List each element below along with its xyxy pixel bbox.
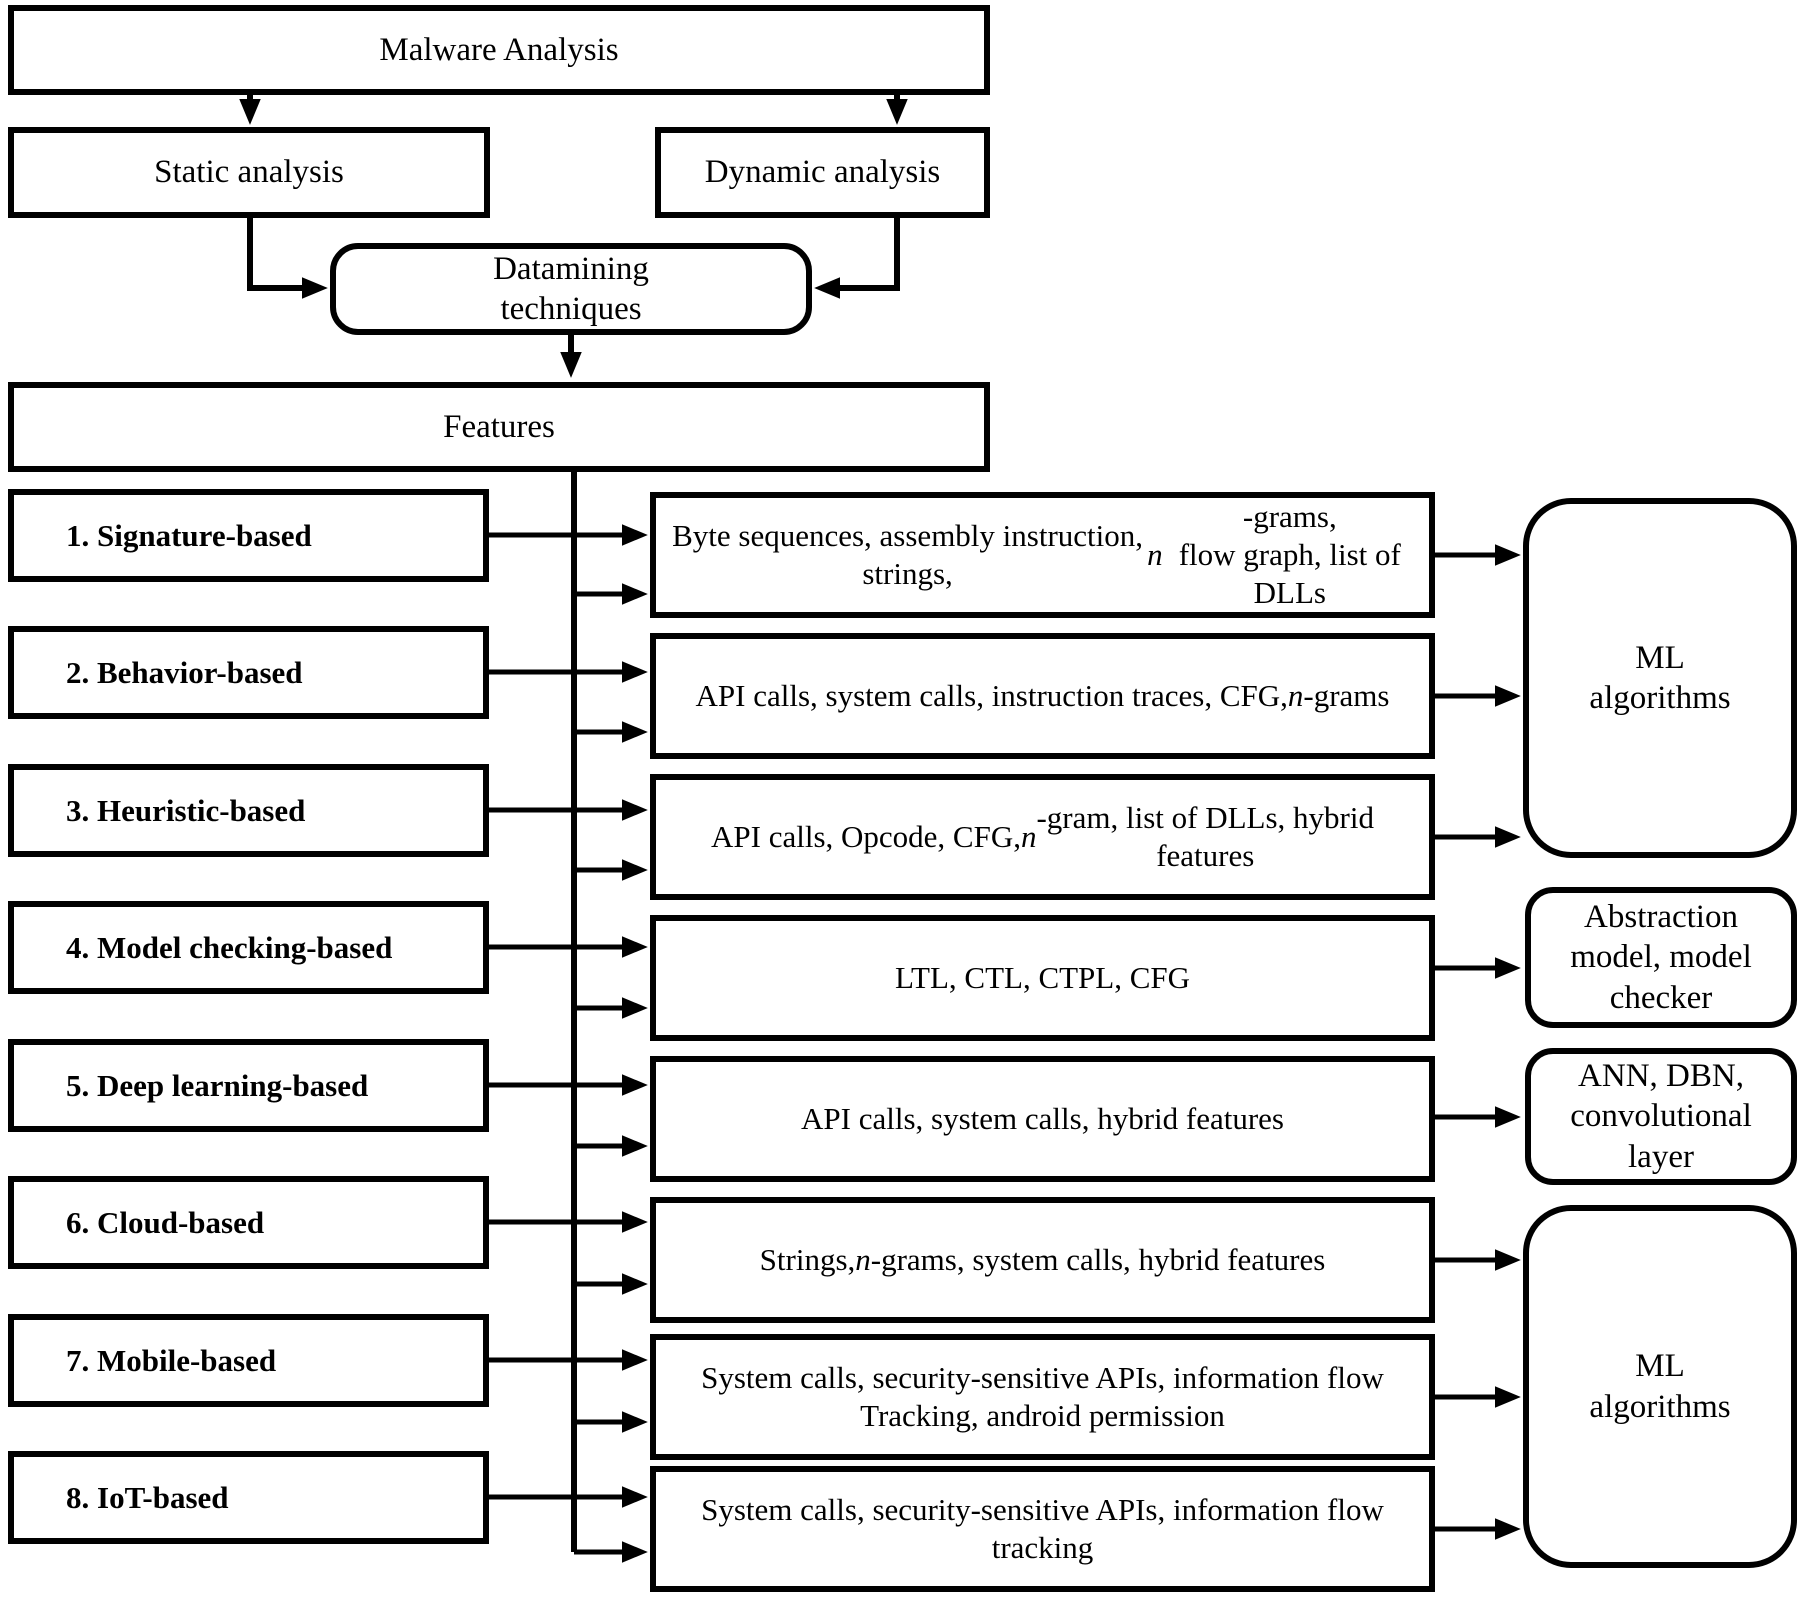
category-box-model-checking-based: 4. Model checking-based <box>8 901 489 994</box>
arrow-static-to-datamining <box>247 218 328 299</box>
node-static-analysis: Static analysis <box>8 127 490 218</box>
feature-box-deep-learning: API calls, system calls, hybrid features <box>650 1056 1435 1182</box>
category-box-iot-based: 8. IoT-based <box>8 1451 489 1544</box>
category-box-heuristic-based: 3. Heuristic-based <box>8 764 489 857</box>
category-box-signature-based: 1. Signature-based <box>8 489 489 582</box>
feature-box-mobile: System calls, security-sensitive APIs, i… <box>650 1334 1435 1460</box>
category-box-cloud-based: 6. Cloud-based <box>8 1176 489 1269</box>
node-features: Features <box>8 382 990 472</box>
feature-box-cloud: Strings, n-grams, system calls, hybrid f… <box>650 1197 1435 1323</box>
category-box-deep-learning-based: 5. Deep learning-based <box>8 1039 489 1132</box>
category-box-behavior-based: 2. Behavior-based <box>8 626 489 719</box>
feature-box-iot: System calls, security-sensitive APIs, i… <box>650 1466 1435 1592</box>
category-box-mobile-based: 7. Mobile-based <box>8 1314 489 1407</box>
feature-box-signature: Byte sequences, assembly instruction, st… <box>650 492 1435 618</box>
feature-box-behavior: API calls, system calls, instruction tra… <box>650 633 1435 759</box>
node-malware-analysis: Malware Analysis <box>8 5 990 95</box>
feature-box-heuristic: API calls, Opcode, CFG, n-gram, list of … <box>650 774 1435 900</box>
node-dynamic-analysis: Dynamic analysis <box>655 127 990 218</box>
feature-box-model-checking: LTL, CTL, CTPL, CFG <box>650 915 1435 1041</box>
arrow-dynamic-to-datamining <box>814 218 900 299</box>
